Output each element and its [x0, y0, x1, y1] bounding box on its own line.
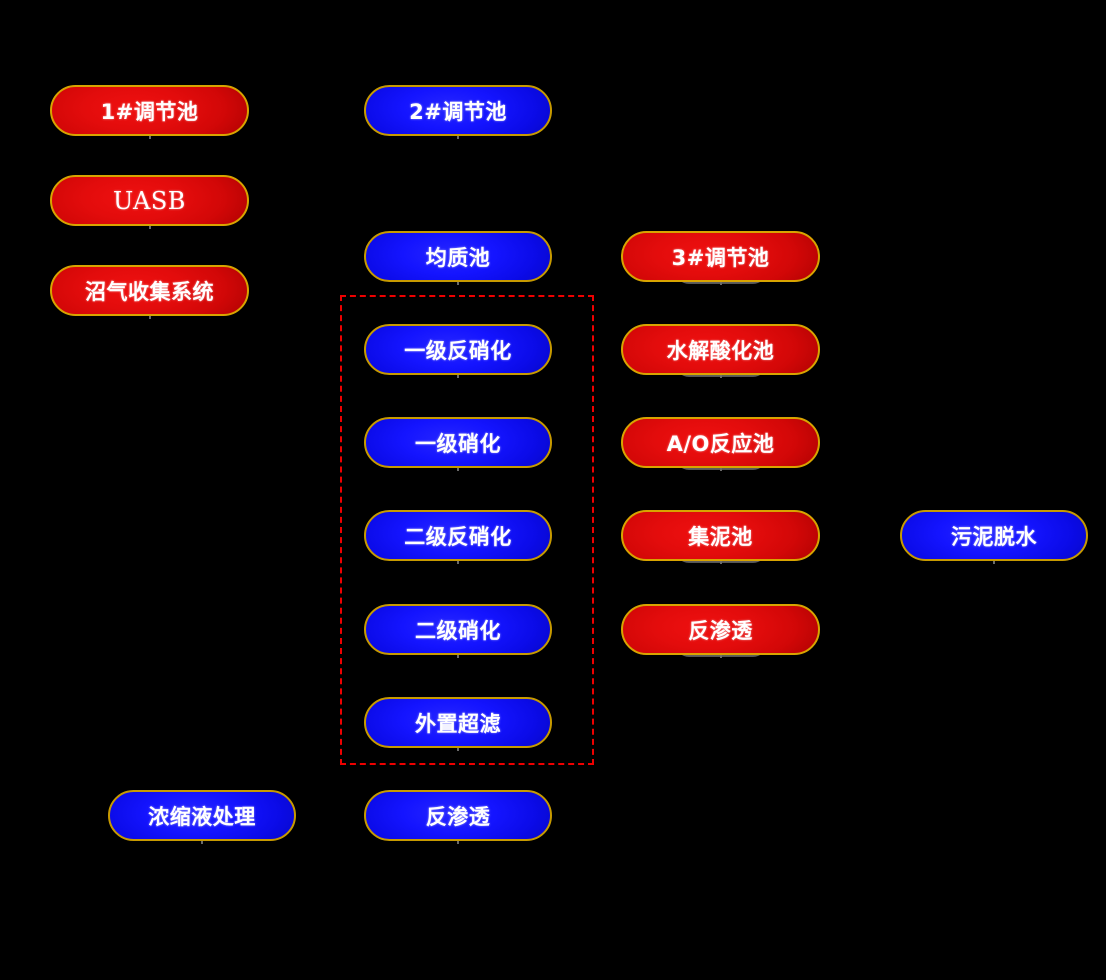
connector-stub	[457, 652, 459, 658]
connector-stub	[457, 558, 459, 564]
process-node-n11[interactable]: 反渗透	[364, 790, 552, 841]
process-node-n15[interactable]: A/O反应池	[621, 417, 820, 468]
process-node-n3[interactable]: 沼气收集系统	[50, 265, 249, 316]
connector-stub	[457, 465, 459, 471]
connector-stub	[201, 838, 203, 844]
process-node-n17[interactable]: 反渗透	[621, 604, 820, 655]
process-node-n1[interactable]: 1#调节池	[50, 85, 249, 136]
process-node-n4[interactable]: 2#调节池	[364, 85, 552, 136]
group-box-dashed	[340, 295, 594, 765]
process-node-n18[interactable]: 污泥脱水	[900, 510, 1088, 561]
connector-stub	[149, 313, 151, 319]
connector-stub	[720, 372, 722, 378]
connector-stub	[457, 133, 459, 139]
connector-stub	[457, 838, 459, 844]
connector-stub	[457, 745, 459, 751]
connector-stub	[720, 652, 722, 658]
process-node-n9[interactable]: 二级硝化	[364, 604, 552, 655]
connector-stub	[149, 223, 151, 229]
process-node-n13[interactable]: 3#调节池	[621, 231, 820, 282]
connector-stub	[457, 279, 459, 285]
process-node-n2[interactable]: UASB	[50, 175, 249, 226]
process-node-n12[interactable]: 浓缩液处理	[108, 790, 296, 841]
process-node-n14[interactable]: 水解酸化池	[621, 324, 820, 375]
connector-stub	[720, 465, 722, 471]
process-node-n7[interactable]: 一级硝化	[364, 417, 552, 468]
process-node-n6[interactable]: 一级反硝化	[364, 324, 552, 375]
process-node-n5[interactable]: 均质池	[364, 231, 552, 282]
process-node-n16[interactable]: 集泥池	[621, 510, 820, 561]
process-node-n10[interactable]: 外置超滤	[364, 697, 552, 748]
connector-stub	[993, 558, 995, 564]
connector-stub	[149, 133, 151, 139]
connector-stub	[457, 372, 459, 378]
process-node-n8[interactable]: 二级反硝化	[364, 510, 552, 561]
connector-stub	[720, 279, 722, 285]
connector-stub	[720, 558, 722, 564]
